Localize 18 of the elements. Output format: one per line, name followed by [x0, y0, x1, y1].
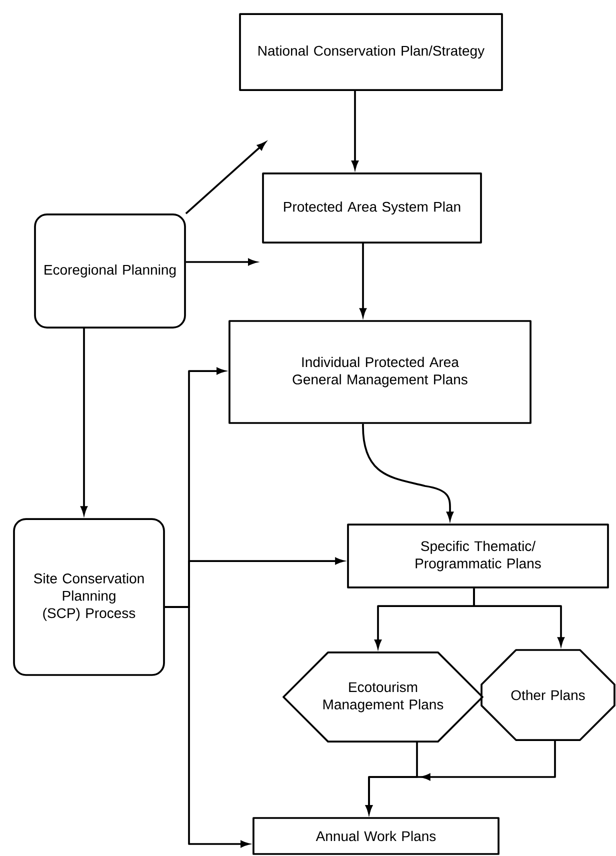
- rounded-box: Site Conservation Planning (SCP) Process: [13, 518, 165, 676]
- process-box: Individual Protected Area General Management Plans: [228, 320, 532, 424]
- rounded-box: Ecoregional Planning: [34, 214, 186, 328]
- arrow: [185, 142, 266, 214]
- arrow: [352, 90, 358, 170]
- process-box: Annual Work Plans: [252, 817, 500, 855]
- process-box: Specific Thematic/ Programmatic Plans: [347, 524, 609, 588]
- arrow: [366, 740, 556, 814]
- process-box: Protected Area System Plan: [262, 172, 482, 244]
- arrow: [80, 328, 88, 515]
- arrow: [186, 258, 257, 266]
- arrow: [360, 243, 366, 317]
- arrow: [164, 606, 250, 848]
- process-box: National Conservation Plan/Strategy: [239, 13, 503, 91]
- arrow: [362, 424, 454, 520]
- arrow: [473, 588, 564, 646]
- octagon-box: Ecotourism Management Plans: [282, 652, 484, 742]
- octagon-box: Other Plans: [480, 649, 616, 741]
